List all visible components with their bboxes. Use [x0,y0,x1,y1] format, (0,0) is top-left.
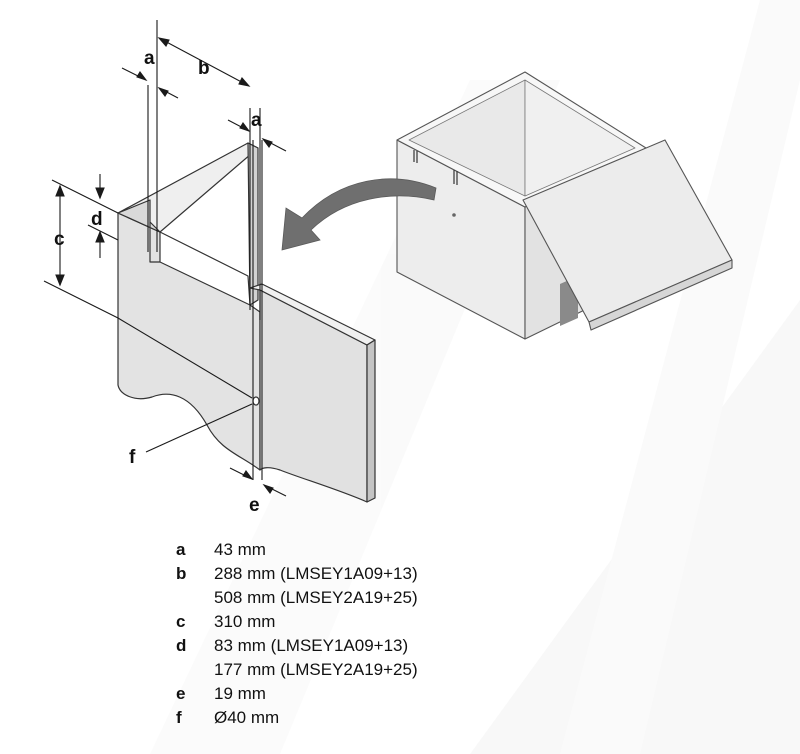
legend-row: d 83 mm (LMSEY1A09+13) [176,634,596,658]
legend-row: 177 mm (LMSEY2A19+25) [176,658,596,682]
label-c: c [54,229,65,250]
label-a-right: a [251,110,262,131]
legend-value: 177 mm (LMSEY2A19+25) [214,660,418,679]
legend-row: b 288 mm (LMSEY1A09+13) [176,562,596,586]
label-d: d [91,209,103,230]
legend-key: c [176,612,186,631]
legend-row: a 43 mm [176,538,596,562]
legend-value: 19 mm [214,684,266,703]
legend-row: e 19 mm [176,682,596,706]
legend-value: 288 mm (LMSEY1A09+13) [214,564,418,583]
label-a-left: a [144,48,155,69]
legend-value: 43 mm [214,540,266,559]
label-f: f [129,447,136,468]
dimension-legend: a 43 mm b 288 mm (LMSEY1A09+13) 508 mm (LMSE… [176,538,596,730]
legend-key: b [176,564,187,583]
wall-panel [117,142,376,503]
legend-row: f Ø40 mm [176,706,596,730]
legend-key: d [176,636,187,655]
legend-key: a [176,540,186,559]
legend-key: f [176,708,182,727]
legend-row: 508 mm (LMSEY2A19+25) [176,586,596,610]
label-b: b [198,58,210,79]
legend-value: Ø40 mm [214,708,280,727]
panel-side-block [259,289,368,503]
legend-value: 508 mm (LMSEY2A19+25) [214,588,418,607]
dimension-labels: a b a c d f e [54,48,262,516]
label-e: e [249,495,260,516]
legend-value: 310 mm [214,612,276,631]
legend-row: c 310 mm [176,610,596,634]
curved-arrow [281,178,437,251]
unit-lid [522,139,733,331]
legend-key: e [176,684,186,703]
legend-value: 83 mm (LMSEY1A09+13) [214,636,409,655]
panel-front-face [117,212,261,471]
dimension-lines [43,20,287,497]
